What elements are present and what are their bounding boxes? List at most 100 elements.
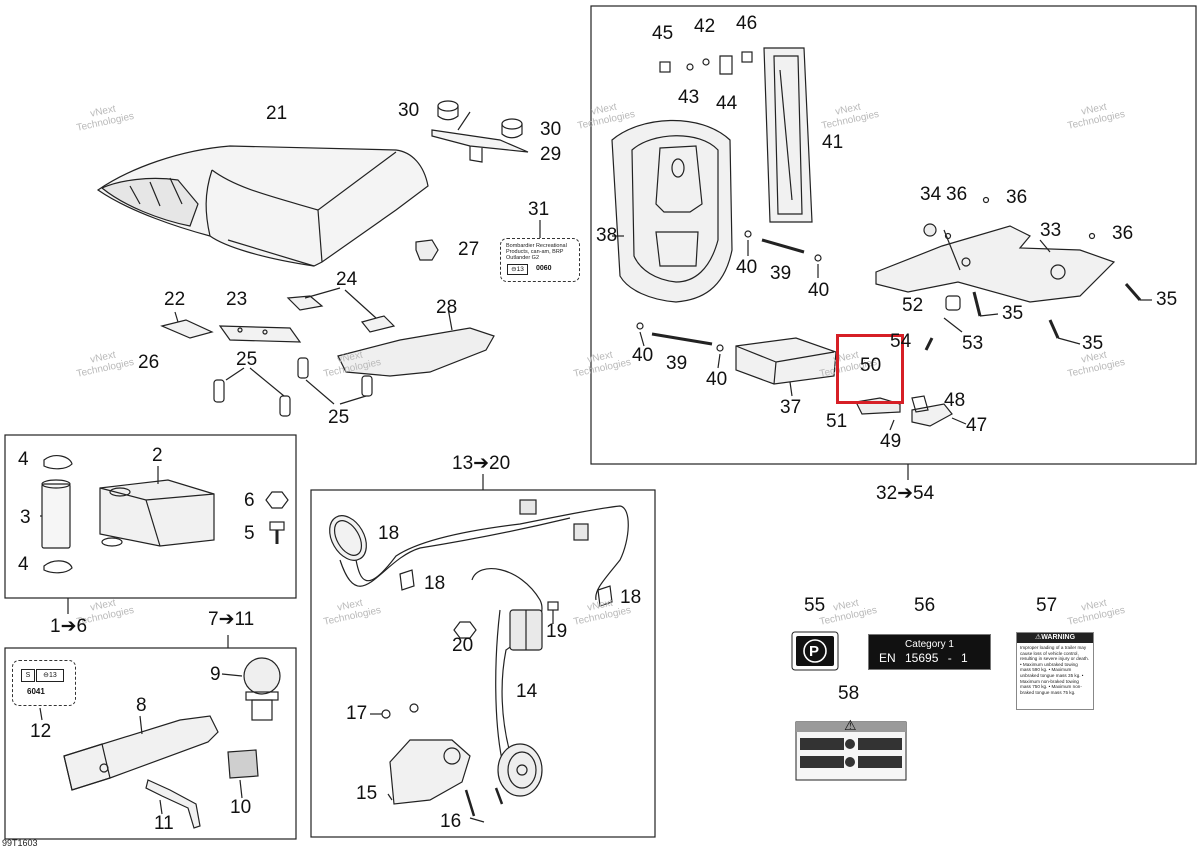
callout-19[interactable]: 19 bbox=[546, 621, 568, 642]
bracket-29 bbox=[431, 111, 529, 163]
callout-46[interactable]: 46 bbox=[736, 13, 758, 34]
callout-37[interactable]: 37 bbox=[780, 397, 802, 418]
callout-16[interactable]: 16 bbox=[440, 811, 462, 832]
callout-45[interactable]: 45 bbox=[652, 23, 674, 44]
callout-47[interactable]: 47 bbox=[966, 415, 988, 436]
callout-5[interactable]: 5 bbox=[244, 523, 255, 544]
callout-9[interactable]: 9 bbox=[210, 664, 221, 685]
callout-18[interactable]: 18 bbox=[378, 523, 400, 544]
callout-36[interactable]: 36 bbox=[1112, 223, 1134, 244]
callout-39[interactable]: 39 bbox=[770, 263, 792, 284]
callout-58[interactable]: 58 bbox=[838, 683, 860, 704]
highlight-box-part-50[interactable] bbox=[836, 334, 904, 404]
callout-54[interactable]: 54 bbox=[890, 331, 912, 352]
callout-44[interactable]: 44 bbox=[716, 93, 738, 114]
bolt-19 bbox=[547, 601, 559, 624]
callout-53[interactable]: 53 bbox=[962, 333, 984, 354]
clip-18b bbox=[399, 569, 415, 591]
socket-plug bbox=[497, 743, 543, 797]
callout-57[interactable]: 57 bbox=[1036, 595, 1058, 616]
label-31-badge: ⊖13 bbox=[507, 264, 528, 275]
callout-14[interactable]: 14 bbox=[516, 681, 538, 702]
bracket-37 bbox=[735, 337, 837, 397]
clip-27 bbox=[415, 239, 439, 261]
spacers-25 bbox=[213, 357, 373, 417]
label-31-text: Bombardier Recreational Products, can-am… bbox=[506, 243, 567, 261]
callout-42[interactable]: 42 bbox=[694, 16, 716, 37]
callout-1-6[interactable]: 1➔6 bbox=[50, 616, 88, 637]
callout-18[interactable]: 18 bbox=[620, 587, 642, 608]
callout-48[interactable]: 48 bbox=[944, 390, 966, 411]
callout-11[interactable]: 11 bbox=[154, 813, 174, 834]
callout-6[interactable]: 6 bbox=[244, 490, 255, 511]
callout-30[interactable]: 30 bbox=[540, 119, 562, 140]
callout-3[interactable]: 3 bbox=[20, 507, 31, 528]
ball-9 bbox=[221, 657, 281, 721]
callout-20[interactable]: 20 bbox=[452, 635, 474, 656]
decal-57: ⚠WARNING Improper loading of a trailer m… bbox=[1016, 632, 1094, 710]
clip-18c bbox=[597, 585, 613, 607]
callout-4[interactable]: 4 bbox=[18, 554, 29, 575]
callout-40[interactable]: 40 bbox=[808, 280, 830, 301]
backrest-38 bbox=[611, 119, 733, 303]
bolt-45 bbox=[659, 61, 671, 73]
callout-29[interactable]: 29 bbox=[540, 144, 562, 165]
callout-40[interactable]: 40 bbox=[632, 345, 654, 366]
callout-2[interactable]: 2 bbox=[152, 445, 163, 466]
label-12-e: ⊖13 bbox=[36, 669, 64, 682]
callout-7-11[interactable]: 7➔11 bbox=[208, 609, 255, 630]
callout-34[interactable]: 34 bbox=[920, 184, 942, 205]
callout-10[interactable]: 10 bbox=[230, 797, 252, 818]
callout-56[interactable]: 56 bbox=[914, 595, 936, 616]
callout-30[interactable]: 30 bbox=[398, 100, 420, 121]
callout-22[interactable]: 22 bbox=[164, 289, 186, 310]
callout-35[interactable]: 35 bbox=[1002, 303, 1024, 324]
callout-12[interactable]: 12 bbox=[30, 721, 52, 742]
callout-27[interactable]: 27 bbox=[458, 239, 480, 260]
callout-25[interactable]: 25 bbox=[236, 349, 258, 370]
callout-36[interactable]: 36 bbox=[1006, 187, 1028, 208]
callout-50[interactable]: 50 bbox=[860, 355, 882, 376]
clip-44 bbox=[719, 55, 733, 75]
callout-13-20[interactable]: 13➔20 bbox=[452, 453, 511, 474]
pin-11 bbox=[145, 779, 201, 829]
callout-26[interactable]: 26 bbox=[138, 352, 160, 373]
label-12-code: 6041 bbox=[27, 687, 45, 696]
callout-23[interactable]: 23 bbox=[226, 289, 248, 310]
frame-32-54 bbox=[590, 5, 1197, 465]
callout-35[interactable]: 35 bbox=[1156, 289, 1178, 310]
callout-31[interactable]: 31 bbox=[528, 199, 550, 220]
callout-36[interactable]: 36 bbox=[946, 184, 968, 205]
decal-55-frame bbox=[791, 631, 839, 671]
nut-6 bbox=[265, 491, 289, 509]
callout-4[interactable]: 4 bbox=[18, 449, 29, 470]
callout-8[interactable]: 8 bbox=[136, 695, 147, 716]
callout-28[interactable]: 28 bbox=[436, 297, 458, 318]
callout-40[interactable]: 40 bbox=[736, 257, 758, 278]
callout-38[interactable]: 38 bbox=[596, 225, 618, 246]
callout-43[interactable]: 43 bbox=[678, 87, 700, 108]
callout-25[interactable]: 25 bbox=[328, 407, 350, 428]
callout-18[interactable]: 18 bbox=[424, 573, 446, 594]
callout-33[interactable]: 33 bbox=[1040, 220, 1062, 241]
callout-32-54[interactable]: 32➔54 bbox=[876, 483, 935, 504]
diagram-code: 99T1603 bbox=[2, 838, 38, 848]
callout-24[interactable]: 24 bbox=[336, 269, 358, 290]
callout-39[interactable]: 39 bbox=[666, 353, 688, 374]
callout-17[interactable]: 17 bbox=[346, 703, 368, 724]
callout-49[interactable]: 49 bbox=[880, 431, 902, 452]
callout-21[interactable]: 21 bbox=[266, 103, 288, 124]
callout-41[interactable]: 41 bbox=[822, 132, 844, 153]
rod-39-lower bbox=[651, 332, 713, 346]
callout-35[interactable]: 35 bbox=[1082, 333, 1104, 354]
callout-40[interactable]: 40 bbox=[706, 369, 728, 390]
nut-20 bbox=[453, 621, 477, 639]
callout-52[interactable]: 52 bbox=[902, 295, 924, 316]
callout-55[interactable]: 55 bbox=[804, 595, 826, 616]
receiver-8 bbox=[63, 715, 219, 791]
callout-51[interactable]: 51 bbox=[826, 411, 848, 432]
callout-15[interactable]: 15 bbox=[356, 783, 378, 804]
decal-56-line2: EN 15695 - 1 bbox=[879, 651, 968, 665]
pin-3 bbox=[40, 479, 71, 549]
